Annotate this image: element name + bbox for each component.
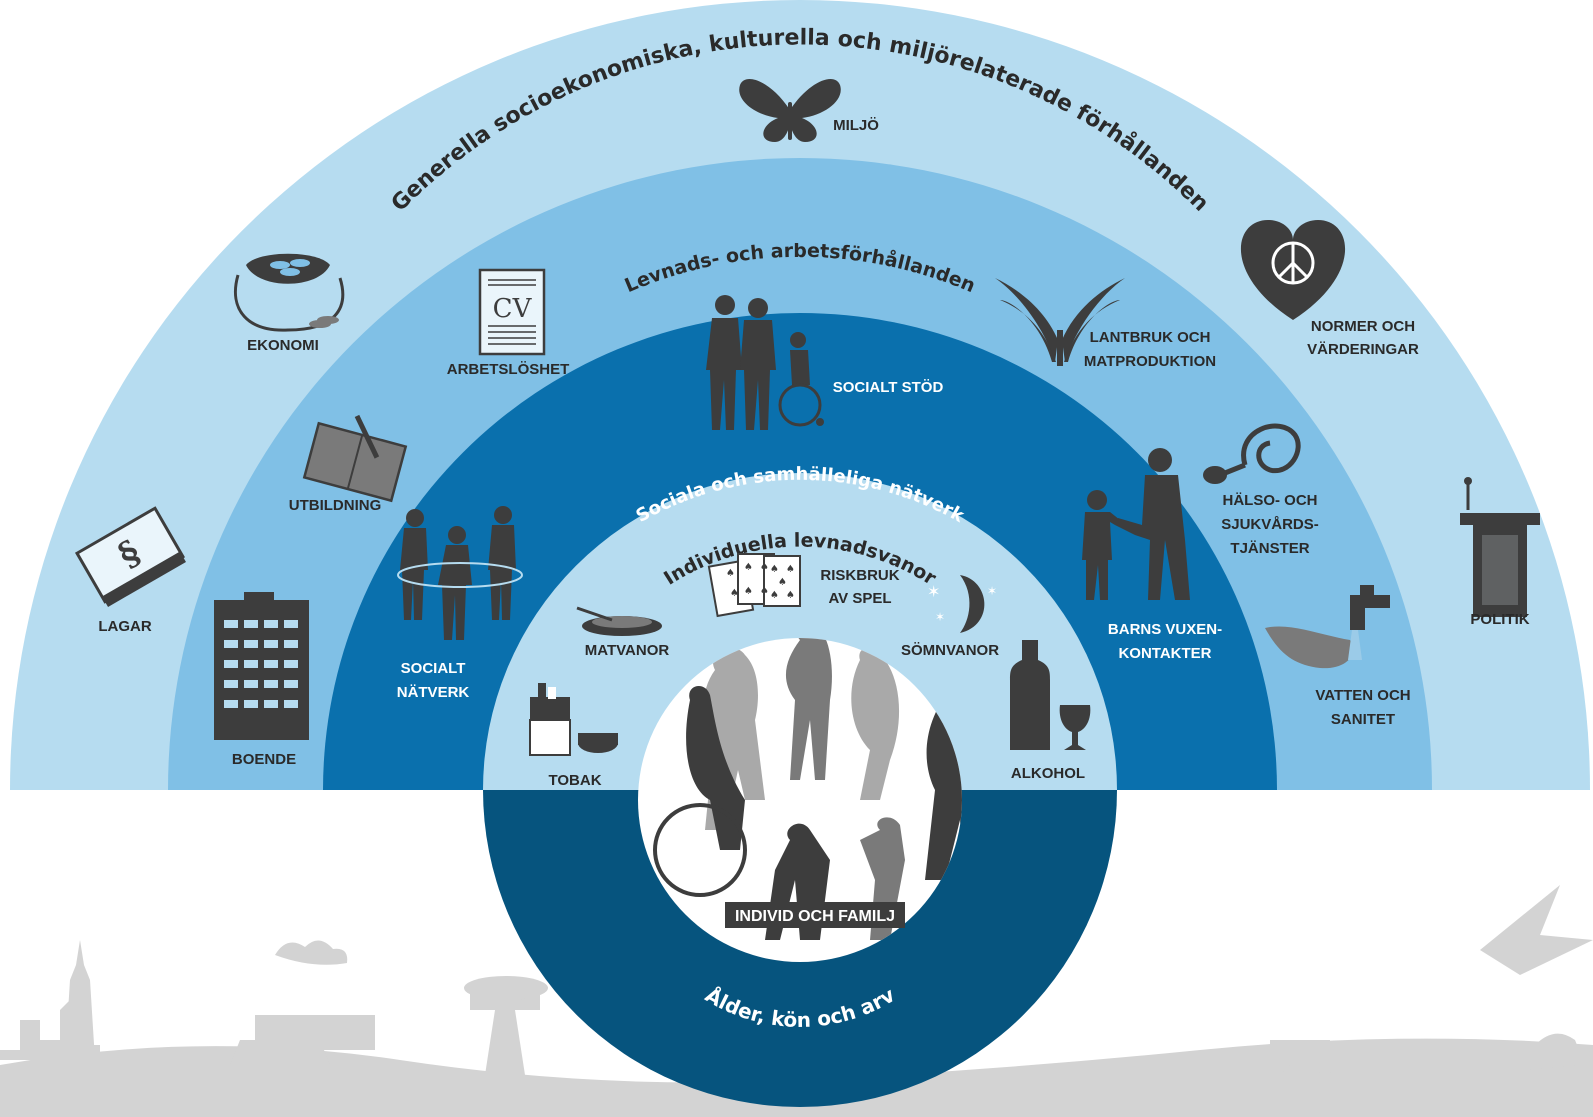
ring-core	[483, 473, 1117, 790]
label-barns-1: BARNS VUXEN-	[1108, 621, 1222, 638]
label-halso-3: TJÄNSTER	[1230, 540, 1309, 557]
cigarettes-icon	[529, 683, 618, 756]
svg-text:✶: ✶	[987, 584, 997, 598]
label-miljo: MILJÖ	[833, 117, 879, 134]
label-boende: BOENDE	[232, 751, 296, 768]
stethoscope-icon	[1203, 423, 1301, 484]
heart-peace-icon	[1240, 220, 1346, 320]
butterfly-icon	[739, 78, 841, 142]
law-book-icon: §	[74, 506, 186, 607]
label-halso-1: HÄLSO- OCH	[1223, 492, 1318, 509]
cv-text: CV	[493, 294, 533, 324]
label-riskbruk-1: RISKBRUK	[820, 567, 899, 584]
svg-text:♠: ♠	[786, 564, 795, 575]
podium-icon	[1460, 477, 1540, 617]
svg-text:♠: ♠	[778, 577, 787, 588]
svg-text:✶: ✶	[935, 610, 945, 624]
faucet-hands-icon	[1265, 585, 1390, 669]
label-socialt-natverk-2: NÄTVERK	[397, 684, 470, 701]
adult-child-icon	[1082, 448, 1190, 600]
center-label-bg	[725, 902, 905, 928]
center-label: INDIVID OCH FAMILJ	[735, 908, 895, 925]
label-politik: POLITIK	[1470, 611, 1529, 628]
svg-text:♠: ♠	[744, 562, 753, 573]
notebook-pencil-icon	[302, 414, 408, 503]
cv-document-icon: CV	[478, 268, 546, 356]
svg-text:♠: ♠	[770, 590, 779, 601]
skyline-background	[0, 885, 1593, 1117]
label-lagar: LAGAR	[98, 618, 151, 635]
svg-text:✶: ✶	[927, 582, 940, 601]
label-utbildning: UTBILDNING	[289, 497, 382, 514]
label-alkohol: ALKOHOL	[1011, 765, 1085, 782]
label-somnvanor: SÖMNVANOR	[901, 642, 999, 659]
people-wheelchair-icon	[706, 295, 824, 430]
label-tobak: TOBAK	[548, 772, 601, 789]
label-socialt-natverk-1: SOCIALT	[401, 660, 466, 677]
label-halso-2: SJUKVÅRDS-	[1221, 516, 1319, 533]
label-riskbruk-2: AV SPEL	[828, 590, 891, 607]
svg-text:♠: ♠	[770, 564, 779, 575]
label-matvanor: MATVANOR	[585, 642, 670, 659]
playing-cards-icon: ♠♠ ♠♠♠♠ ♠♠♠♠♠	[707, 553, 801, 618]
svg-text:♠: ♠	[760, 562, 769, 573]
bottle-glass-icon	[1010, 640, 1091, 750]
label-vatten-1: VATTEN OCH	[1315, 687, 1410, 704]
wheat-icon	[995, 278, 1125, 366]
svg-text:♠: ♠	[726, 568, 735, 579]
apartment-building-icon	[214, 592, 309, 740]
label-normer-2: VÄRDERINGAR	[1307, 341, 1419, 358]
label-lantbruk-1: LANTBRUK OCH	[1090, 329, 1211, 346]
label-vatten-2: SANITET	[1331, 711, 1395, 728]
label-normer-1: NORMER OCH	[1311, 318, 1415, 335]
svg-text:♠: ♠	[786, 590, 795, 601]
purse-icon	[233, 253, 345, 332]
group-people-icon	[397, 506, 523, 640]
family-silhouettes-icon	[653, 638, 962, 940]
label-arbetsloshet: ARBETSLÖSHET	[447, 361, 570, 378]
label-barns-2: KONTAKTER	[1118, 645, 1211, 662]
svg-text:♠: ♠	[760, 586, 769, 597]
plate-icon	[576, 606, 662, 636]
svg-text:♠: ♠	[730, 588, 739, 599]
moon-stars-icon: ✶ ✶ ✶	[927, 575, 997, 633]
label-socialt-stod: SOCIALT STÖD	[833, 379, 944, 396]
label-lantbruk-2: MATPRODUKTION	[1084, 353, 1216, 370]
svg-text:♠: ♠	[744, 586, 753, 597]
label-ekonomi: EKONOMI	[247, 337, 319, 354]
